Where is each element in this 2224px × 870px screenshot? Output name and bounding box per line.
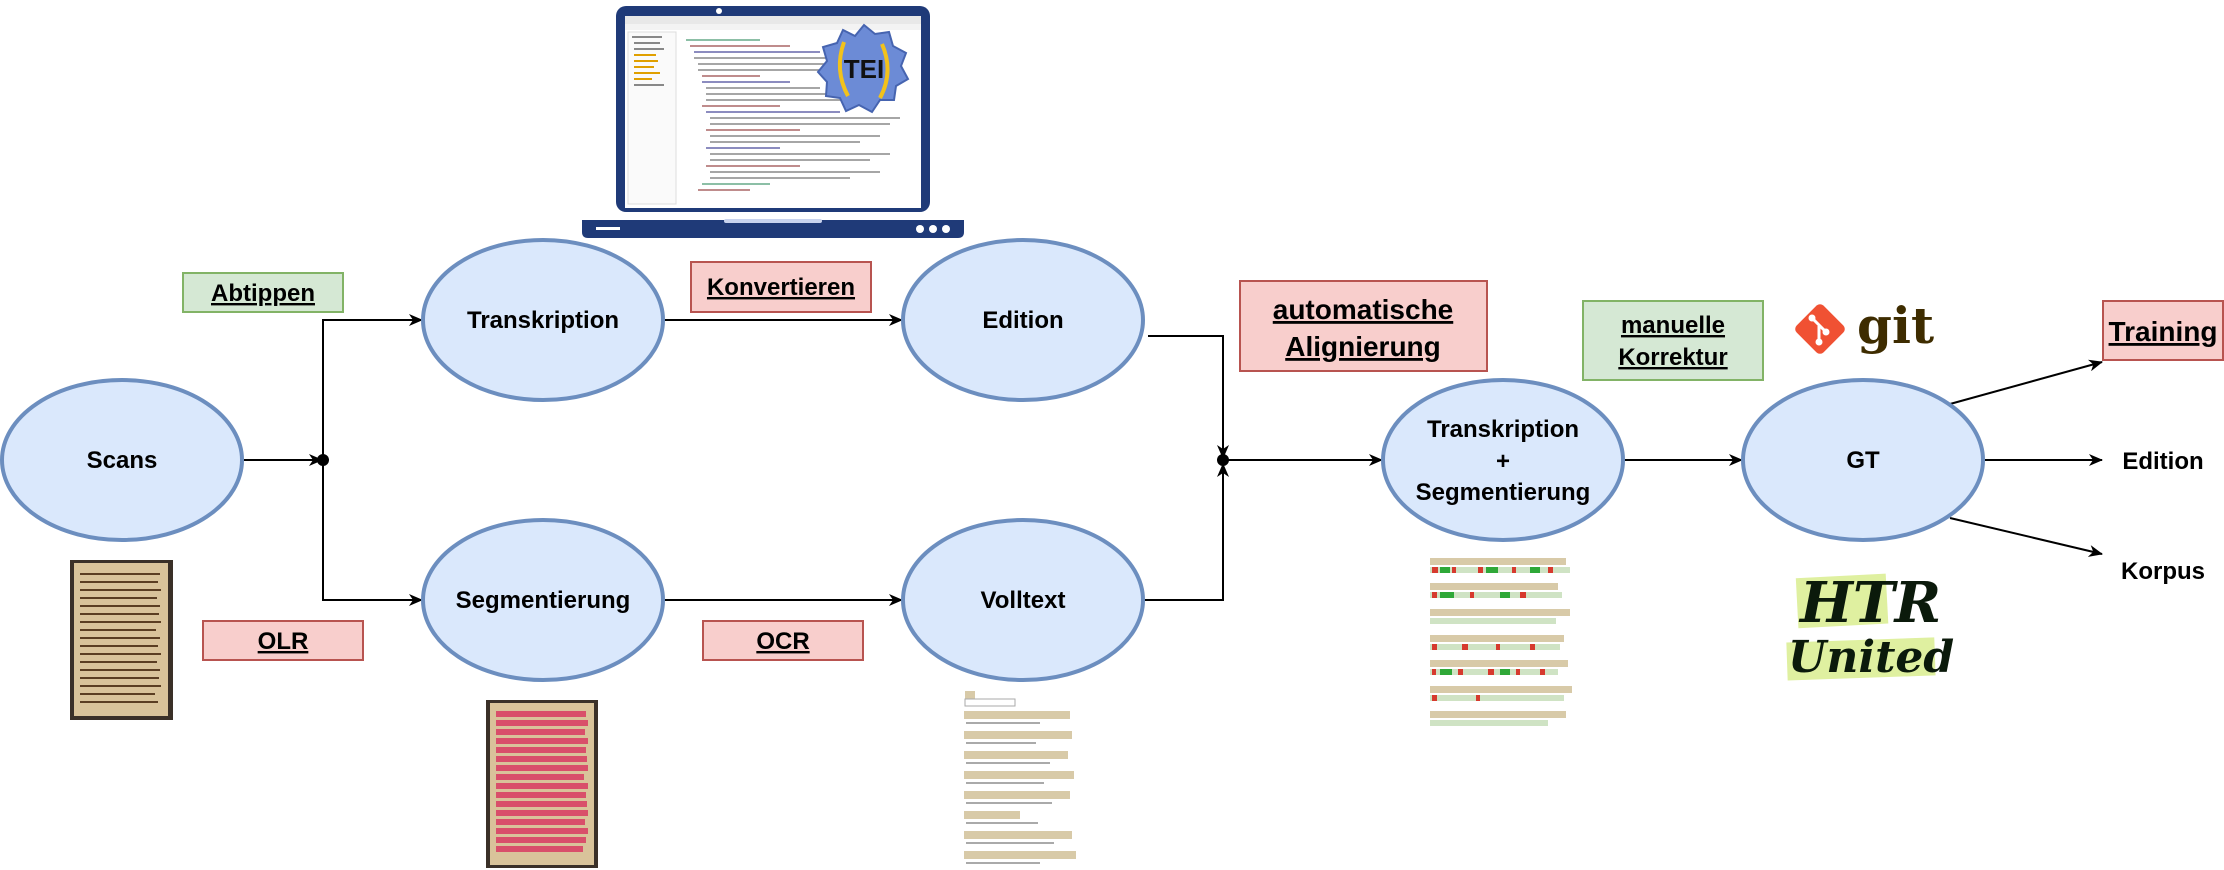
edge-edition-merge [1148, 335, 1229, 459]
label-ocr-text: OCR [756, 628, 809, 655]
label-auto-align-line2: Alignierung [1285, 331, 1441, 362]
node-combined-shape [1381, 378, 1625, 542]
node-gt: GT [1741, 378, 1985, 542]
segmented-thumbnail-image [486, 700, 598, 868]
label-abtippen: Abtippen [182, 272, 344, 313]
node-segmentierung: Segmentierung [421, 518, 665, 682]
node-gt-label: GT [1846, 447, 1880, 474]
node-transkription-shape [421, 238, 665, 402]
tei-logo-text: TEI [844, 54, 884, 84]
node-segmentierung-label: Segmentierung [456, 587, 631, 614]
output-korpus: Korpus [2121, 558, 2205, 585]
node-scans-label: Scans [87, 447, 158, 474]
htr-logo-line2: United [1788, 632, 1954, 683]
output-edition: Edition [2122, 448, 2203, 475]
node-edition: Edition [901, 238, 1145, 402]
node-edition-shape [901, 238, 1145, 402]
node-volltext-shape [901, 518, 1145, 682]
htr-united-logo: HTR United [1786, 570, 1954, 683]
edge-to-segmentierung [322, 460, 423, 606]
node-scans-shape [0, 378, 244, 542]
node-volltext: Volltext [901, 518, 1145, 682]
label-manuelle-line2: Korrektur [1618, 344, 1727, 371]
node-combined-line3: Segmentierung [1416, 479, 1591, 506]
label-abtippen-text: Abtippen [211, 280, 315, 307]
node-combined-line2: + [1496, 448, 1510, 475]
edge-gt-training [1949, 359, 2103, 405]
node-transkription: Transkription [421, 238, 665, 402]
node-gt-shape [1741, 378, 1985, 542]
label-olr-text: OLR [258, 628, 309, 655]
laptop-tei-editor-image [582, 6, 964, 238]
volltext-lines-image [964, 691, 1076, 864]
label-konvertieren-text: Konvertieren [707, 274, 855, 301]
label-manuelle-line1: manuelle [1621, 312, 1725, 339]
aligned-lines-image [1430, 558, 1572, 726]
label-ocr: OCR [702, 620, 864, 661]
label-olr: OLR [202, 620, 364, 661]
label-training-text: Training [2109, 316, 2218, 347]
scan-thumbnail-image [70, 560, 173, 720]
node-segmentierung-shape [421, 518, 665, 682]
editor-file-tree [627, 31, 677, 205]
node-combined-line1: Transkription [1427, 416, 1579, 443]
edge-to-transkription [322, 314, 423, 460]
node-transkription-label: Transkription [467, 307, 619, 334]
label-konvertieren: Konvertieren [690, 261, 872, 313]
node-edition-label: Edition [982, 307, 1063, 334]
edge-volltext-merge [1144, 463, 1229, 601]
edge-gt-korpus [1949, 517, 2103, 557]
tei-logo: TEI [816, 23, 910, 114]
label-training: Training [2102, 300, 2224, 361]
editor-code-lines [686, 39, 900, 191]
label-automatische-alignierung: automatische Alignierung [1239, 280, 1488, 372]
htr-logo-line1: HTR [1798, 570, 1941, 636]
edges [244, 314, 2103, 606]
git-logo-text: git [1857, 296, 1934, 355]
git-logo: git [1795, 296, 1934, 355]
node-transkription-segmentierung: Transkription + Segmentierung [1381, 378, 1625, 542]
node-scans: Scans [0, 378, 244, 542]
label-auto-align-line1: automatische [1273, 294, 1454, 325]
label-manuelle-korrektur: manuelle Korrektur [1582, 300, 1764, 381]
node-volltext-label: Volltext [981, 587, 1066, 614]
